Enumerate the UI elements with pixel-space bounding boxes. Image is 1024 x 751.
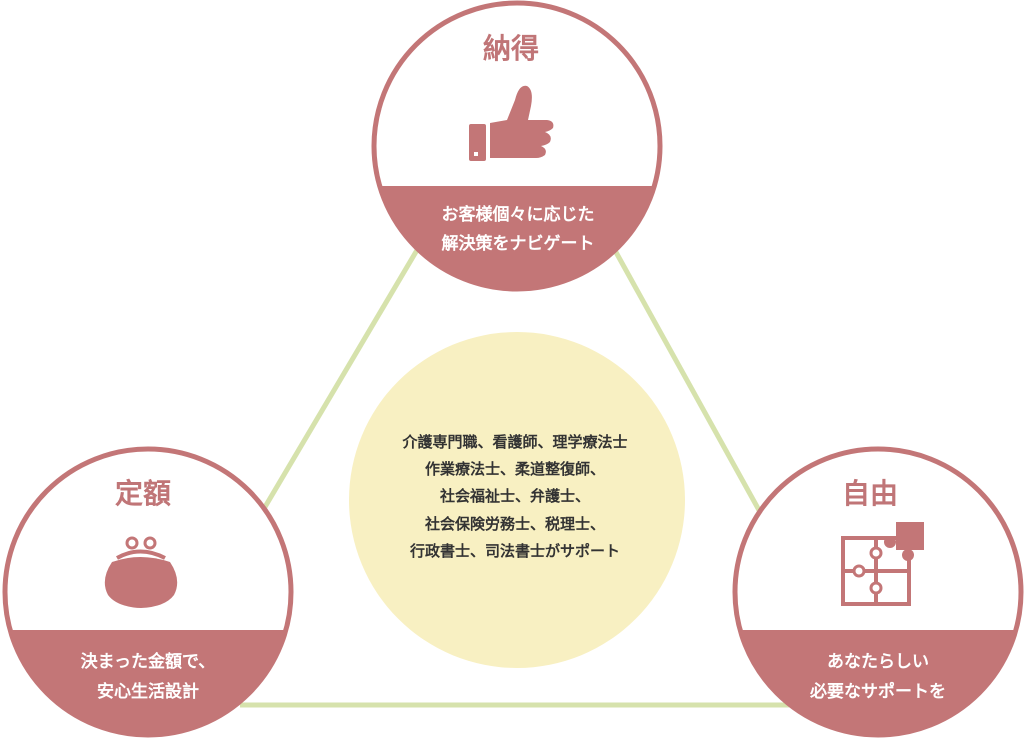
- center-line-3: 社会福祉士、弁護士、: [439, 487, 590, 505]
- purse-icon: [104, 536, 178, 608]
- node-top: 納得 お客様個々に応じた 解決策をナビゲート: [371, 0, 663, 292]
- node-right: 自由 あなたらしい 必要なサポートを: [732, 446, 1024, 738]
- node-top-desc-line2: 解決策をナビゲート: [442, 233, 595, 254]
- center-node: 介護専門職、看護師、理学療法士 作業療法士、柔道整復師、 社会福祉士、弁護士、 …: [349, 332, 685, 668]
- node-top-desc-line1: お客様個々に応じた: [442, 204, 595, 225]
- node-right-desc-line1: あなたらしい: [827, 652, 929, 672]
- center-line-1: 介護専門職、看護師、理学療法士: [401, 433, 627, 451]
- connector-lines: [240, 243, 790, 708]
- node-left-desc-line2: 安心生活設計: [97, 681, 199, 702]
- thumbs-up-icon: [469, 85, 554, 161]
- center-line-4: 社会保険労務士、税理士、: [424, 515, 605, 533]
- connector-top-right: [609, 243, 763, 514]
- node-left-title: 定額: [115, 477, 171, 510]
- node-right-title: 自由: [842, 477, 898, 510]
- center-circle: [349, 332, 685, 668]
- node-right-desc-line2: 必要なサポートを: [809, 681, 946, 702]
- node-top-title: 納得: [483, 32, 539, 65]
- node-left-desc-line1: 決まった金額で、: [81, 651, 216, 672]
- center-line-2: 作業療法士、柔道整復師、: [425, 460, 605, 478]
- center-line-5: 行政書士、司法書士がサポート: [409, 542, 620, 560]
- connector-top-left: [259, 243, 423, 514]
- puzzle-icon: [841, 522, 924, 606]
